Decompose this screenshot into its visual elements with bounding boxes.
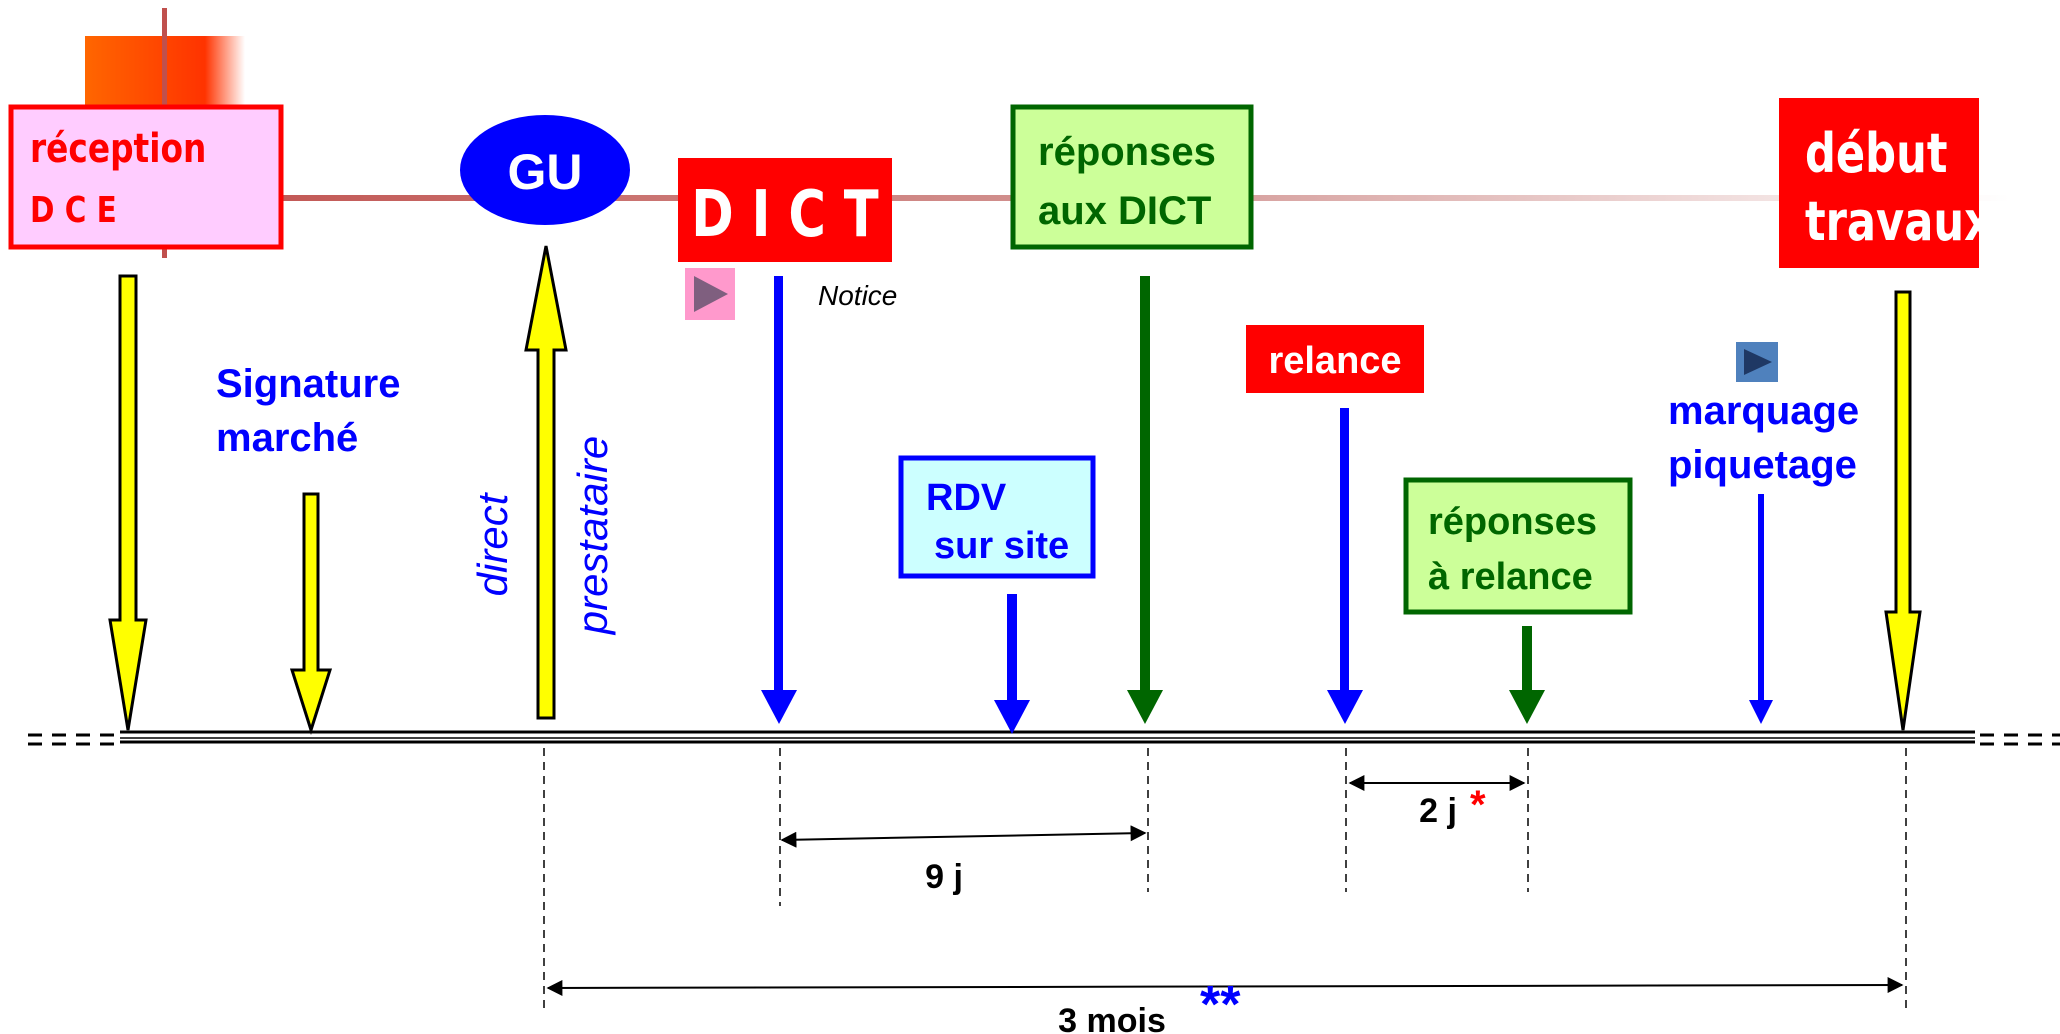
duration-2j-mark: * — [1470, 783, 1486, 827]
reception-line2: D C E — [30, 188, 117, 231]
duration-9j-label: 9 j — [925, 858, 963, 896]
debut-travaux-box: début travaux — [1779, 98, 1992, 268]
marquage-line2: piquetage — [1668, 443, 1857, 487]
green-arrow-reponses-relance — [1509, 626, 1545, 724]
duration-arrow-9j — [780, 825, 1147, 848]
duration-3mois-label: 3 mois — [1058, 1002, 1166, 1034]
marquage-line1: marquage — [1668, 389, 1859, 433]
yellow-arrow-signature — [289, 492, 333, 735]
relance-label: relance — [1268, 340, 1401, 382]
debut-travaux-line2: travaux — [1805, 190, 1992, 253]
rdv-line2: sur site — [934, 525, 1069, 567]
yellow-arrow-gu-up — [524, 245, 568, 720]
dict-label: D I C T — [691, 176, 879, 251]
yellow-arrow-debut-travaux — [1884, 290, 1922, 731]
rdv-line1: RDV — [926, 477, 1007, 519]
notice-label: Notice — [818, 280, 897, 311]
rdv-sur-site-box: RDV sur site — [898, 455, 1096, 579]
timeline-dash-right — [1980, 733, 2060, 746]
dashed-guides — [543, 748, 1907, 1012]
signature-line2: marché — [216, 416, 358, 460]
duration-2j-label: 2 j — [1419, 792, 1457, 830]
blue-arrow-dict — [761, 276, 797, 724]
timeline-dash-left — [28, 733, 114, 746]
blue-arrow-relance — [1327, 408, 1363, 724]
reception-dce-box: réception D C E — [8, 104, 284, 250]
dict-box: D I C T — [678, 158, 892, 262]
duration-3mois-mark: ** — [1200, 976, 1241, 1034]
timeline-axis — [120, 730, 1975, 744]
blue-arrow-marquage — [1749, 494, 1773, 724]
green-arrow-reponses-dict — [1127, 276, 1163, 724]
reponses-dict-line1: réponses — [1038, 130, 1216, 174]
blue-arrow-rdv — [994, 594, 1030, 734]
reponses-relance-box: réponses à relance — [1403, 477, 1633, 615]
relance-box: relance — [1246, 325, 1424, 393]
reponses-dict-box: réponses aux DICT — [1010, 104, 1254, 250]
reponses-relance-line2: à relance — [1428, 556, 1593, 598]
reception-line1: réception — [30, 125, 206, 172]
reponses-relance-line1: réponses — [1428, 501, 1597, 543]
signature-line1: Signature — [216, 362, 400, 406]
direct-label: direct — [469, 491, 516, 596]
gu-node: GU — [460, 115, 630, 225]
duration-arrow-3mois — [546, 977, 1904, 996]
gu-label: GU — [508, 144, 583, 200]
play-icon-pink[interactable] — [685, 268, 735, 320]
reponses-dict-line2: aux DICT — [1038, 189, 1211, 233]
yellow-arrow-reception — [108, 274, 148, 731]
prestataire-label: prestataire — [569, 436, 616, 636]
play-icon-blue[interactable] — [1736, 342, 1778, 382]
debut-travaux-line1: début — [1805, 122, 1947, 185]
